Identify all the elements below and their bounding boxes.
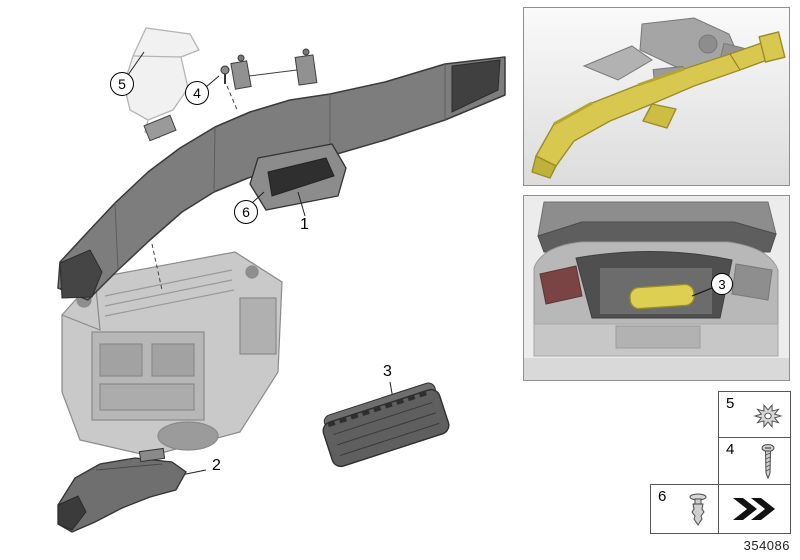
hvac-unit-shape: [61, 251, 283, 457]
screw-icon: [761, 444, 775, 480]
main-duct-shape: [57, 48, 506, 301]
hardware-item-5[interactable]: 5: [718, 391, 791, 438]
callout-3[interactable]: 3: [383, 363, 392, 380]
screw-detail: [205, 65, 239, 113]
callout-4[interactable]: 4: [185, 81, 209, 105]
hardware-item-6[interactable]: 6: [650, 484, 719, 534]
main-exploded-drawing: [57, 27, 506, 533]
cross-reference-arrow-icon: [732, 498, 775, 520]
callout-5[interactable]: 5: [110, 72, 134, 96]
hardware-label-4: 4: [726, 441, 735, 458]
callout-2[interactable]: 2: [212, 457, 221, 474]
inset-photo-vehicle-rear: [523, 195, 790, 381]
diagram-number: 354086: [743, 538, 790, 553]
vehicle-rear-trunk-photo: [524, 196, 789, 380]
vent-grille-shape: [322, 382, 450, 468]
inset-photo-duct: [523, 7, 790, 186]
callout-1[interactable]: 1: [300, 216, 309, 233]
cross-reference-arrow-box[interactable]: [718, 484, 791, 534]
hardware-label-5: 5: [726, 395, 735, 412]
hardware-item-4[interactable]: 4: [718, 437, 791, 485]
callout-6[interactable]: 6: [234, 200, 258, 224]
expansion-rivet-icon: [689, 493, 707, 526]
hardware-label-6: 6: [658, 488, 667, 505]
inset-callout-3[interactable]: 3: [711, 273, 733, 295]
push-nut-icon: [753, 403, 783, 429]
lower-duct-shape: [57, 447, 187, 533]
duct-highlight-photo: [524, 8, 789, 185]
